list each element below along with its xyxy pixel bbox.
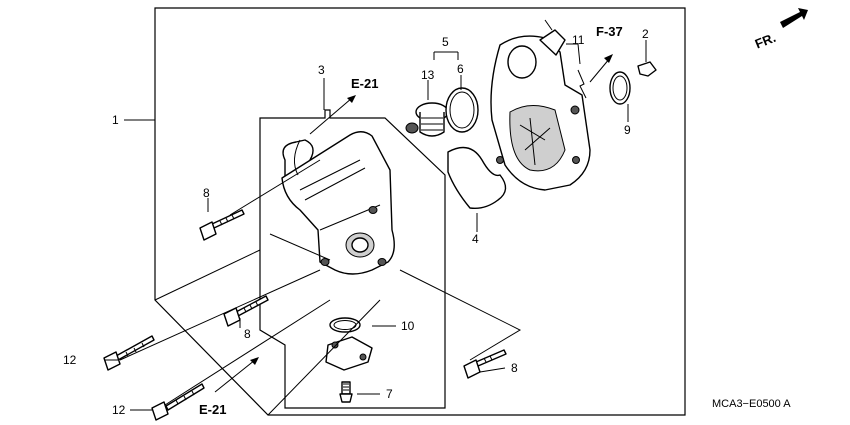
bolt-part-12-upper [103, 335, 155, 371]
callout-4: 4 [472, 232, 479, 246]
callout-9: 9 [624, 123, 631, 137]
diagram-code: MCA3−E0500 A [712, 398, 791, 410]
sub-assembly-box [259, 109, 446, 409]
thermostat-part-13 [405, 102, 449, 137]
callout-8-middle: 8 [244, 327, 251, 341]
front-arrow-icon [780, 8, 808, 28]
gasket-part-4 [447, 146, 507, 210]
bolt-part-8-lower [463, 349, 507, 379]
cover-plate [325, 336, 373, 371]
bolt-part-7 [339, 381, 353, 403]
leader-lines [104, 19, 647, 416]
assembly-outline [154, 7, 686, 416]
callout-2: 2 [642, 27, 649, 41]
ref-e21-bottom: E-21 [199, 402, 226, 417]
callout-8-lower: 8 [511, 361, 518, 375]
callout-5: 5 [442, 35, 449, 49]
callout-7: 7 [386, 387, 393, 401]
e21-bottom-arrow-icon [214, 357, 259, 393]
callout-1: 1 [112, 113, 119, 127]
clip-part-2 [637, 61, 657, 77]
callout-13: 13 [421, 68, 435, 82]
front-marker: FR. [753, 30, 778, 52]
callout-12-upper: 12 [63, 353, 77, 367]
clip-part-11 [577, 69, 587, 99]
callout-8-upper: 8 [203, 186, 210, 200]
o-ring-part-6 [445, 87, 479, 133]
thermostat-housing [490, 29, 591, 191]
ref-e21-top: E-21 [351, 76, 378, 91]
callout-12-lower: 12 [112, 403, 126, 417]
bolt-part-8-middle [223, 295, 269, 327]
bolt-part-8-upper [199, 209, 245, 241]
ref-f37: F-37 [596, 24, 623, 39]
callout-6: 6 [457, 62, 464, 76]
bolt-part-12-lower [151, 383, 205, 421]
callout-11: 11 [572, 33, 585, 47]
f37-arrow-icon [589, 54, 613, 83]
callout-10: 10 [401, 319, 415, 333]
e21-top-arrow-icon [309, 95, 356, 135]
callout-3: 3 [318, 63, 325, 77]
water-pipe-part-3 [281, 131, 395, 275]
